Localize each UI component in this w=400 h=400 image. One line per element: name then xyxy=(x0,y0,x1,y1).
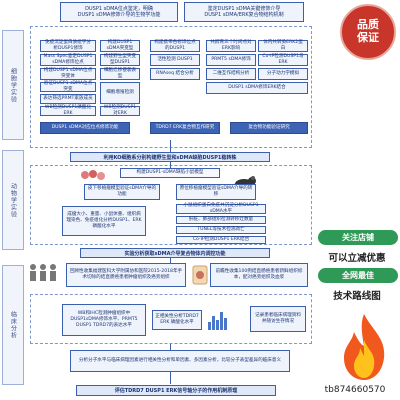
cell-right-1: 共孵育三个时间点对ERK影响 xyxy=(206,40,256,52)
cell-footer-3: 复合物功能验证研究 xyxy=(230,122,308,134)
cell-right-4: Co-IP检测DUSP1与ERK xyxy=(258,54,308,66)
animal-coip-erk-box: Co-IP检测DUSP1 ERK结合 xyxy=(176,236,266,244)
flame-icon xyxy=(344,314,385,380)
section-animal: 动物学实验 xyxy=(2,150,24,250)
clinical-correlation-box: 正相关性分析TDRD7 ERK 磷酸化水平 xyxy=(152,310,202,330)
clinical-analysis-region xyxy=(30,294,312,344)
clinical-prospective-box: 前瞻性收集100例结直肠癌患者新鲜组织标本，配对癌旁组织及血浆 xyxy=(210,263,308,287)
section-cell: 细胞学实验 xyxy=(2,30,24,140)
clinical-wb-ihc-box: WB和IHC检测肿瘤组织中DUSP1sDMA修饰水平、PRMT5 DUSP1 T… xyxy=(62,304,146,336)
cell-left-6: WB检测DUSP1磷酸化ERK xyxy=(40,105,96,116)
header-right-box: 鉴定DUSP1 sDMA关键修饰介导 DUSP1 sDMA/ERK复合物结构机制 xyxy=(184,2,304,22)
section-clinical: 临床分析 xyxy=(2,265,24,385)
follow-store-pill[interactable]: 关注店铺 xyxy=(318,230,398,245)
clinical-statistics-box: 分析分子水平与临床病理因素进行相关性分析和单因素、多因素分析，比较分子表型差异的… xyxy=(70,350,290,372)
cell-mid-3: 细胞迁移侵袭表型 xyxy=(100,68,140,80)
animal-subcutaneous-box: 皮下移植瘤模型验证sDMA介导的功能 xyxy=(84,184,160,200)
cell-mid-2: 构建野生型突变型DUSP1 xyxy=(100,54,140,66)
cell-mid-4: 细胞增殖检测 xyxy=(100,82,140,104)
cell-left-3: 构建DUSP1 sDMA位点突变体 xyxy=(40,68,96,80)
animal-experiment-region xyxy=(30,165,312,245)
cell-center-2: 活性检测 DUSP1 xyxy=(150,54,200,66)
survival-chart-icon xyxy=(208,308,227,330)
animal-tunel-box: TUNEL等技术检测凋亡 xyxy=(176,226,266,234)
bar-mechanism-evaluation: 评估TDRD7 DUSP1 ERK信号轴分子的作用机制原理 xyxy=(76,385,276,396)
clinical-followup-box: 记录患者临床病理资料并随访生存情况 xyxy=(250,306,306,332)
cell-right-6: 分子动力学模拟 xyxy=(258,68,308,80)
cell-left-1: 免疫沉淀蛋白质组学分析DUSP1修饰 xyxy=(40,40,96,52)
bar-complex-function: 实验分析获取sDMA介导复合物体内调控功能 xyxy=(80,248,270,258)
clinical-retrospective-box: 回顾性收集福建医科大学附属协和医院2015-2018年手术切除的结直肠癌患者肿瘤… xyxy=(66,263,186,287)
cell-footer-1: DUSP1 sDMA对应位点修饰功能 xyxy=(40,122,130,134)
cell-right-2: 体内共转染ERK2蛋白 xyxy=(258,40,308,52)
quality-badge: 品质 保证 xyxy=(340,4,396,60)
cell-experiment-region xyxy=(30,26,312,148)
discount-text: 可以立减优惠 xyxy=(328,253,386,264)
cell-mid-1: 构建DUSP1 sDMA突变型 xyxy=(100,40,140,52)
best-pill[interactable]: 全网最佳 xyxy=(318,268,398,283)
promo-panel xyxy=(314,0,400,400)
cell-center-3: RNAseq 结合分析 xyxy=(150,68,200,80)
cell-right-5: 二维互作结构分析 xyxy=(206,68,256,80)
cell-left-4: 验证DUSP1 sDMA位点突变 xyxy=(40,81,96,92)
animal-metastasis-box: 肝脏、肺部组织检测转移灶数量 xyxy=(176,216,266,224)
cell-left-5: 表达筛选PRMT家族成员 xyxy=(40,94,96,104)
header-left-box: DUSP1 sDMA位点鉴定，明确 DUSP1 sDMA修饰介导的生物学功能 xyxy=(60,2,178,22)
bar-stable-cell-lines: 利用KO细胞系分别构建野生型和sDMA缺陷DUSP1稳转株 xyxy=(70,152,270,162)
animal-coip-sdma-box: 小鼠组织蛋白免疫共沉淀分析DUSP1 sDMA水平 xyxy=(176,203,266,214)
connector xyxy=(170,258,171,263)
patients-icon xyxy=(30,264,56,281)
tech-roadmap-text: 技术路线图 xyxy=(333,291,381,302)
animal-tumor-analysis-box: 成瘤大小、重量、小鼠体重、组织病理染色、免疫组化分析DUSP1、ERK磷酸化水平 xyxy=(62,206,146,236)
cell-mid-5: WB检测DUSP1对ERK xyxy=(100,105,140,116)
animal-orthotopic-box: 原位移植瘤模型验证sDMA介导的转移 xyxy=(176,184,256,200)
cell-left-2: Mass Spec鉴定DUSP1 sDMA修饰位点 xyxy=(40,54,96,66)
cell-culture-icon xyxy=(81,170,105,180)
connector xyxy=(170,162,171,168)
cell-right-3: PRMT5 sDMA修饰 xyxy=(206,54,256,66)
store-id-text: tb874660570 xyxy=(324,385,386,395)
connector xyxy=(170,372,171,384)
mouse-model-box: 构建DUSP1-sDMA缺陷小鼠模型 xyxy=(120,168,220,178)
connector xyxy=(170,140,171,152)
cell-right-7: DUSP1 sDMA修饰ERK结合 xyxy=(206,82,308,94)
cell-center-1: 构建携带各修饰位点的DUSP1 xyxy=(150,40,200,52)
cell-footer-2: TDRD7 ERK复合物互作研究 xyxy=(150,122,220,134)
tissue-sample-icon xyxy=(192,265,208,285)
connector xyxy=(170,344,171,350)
